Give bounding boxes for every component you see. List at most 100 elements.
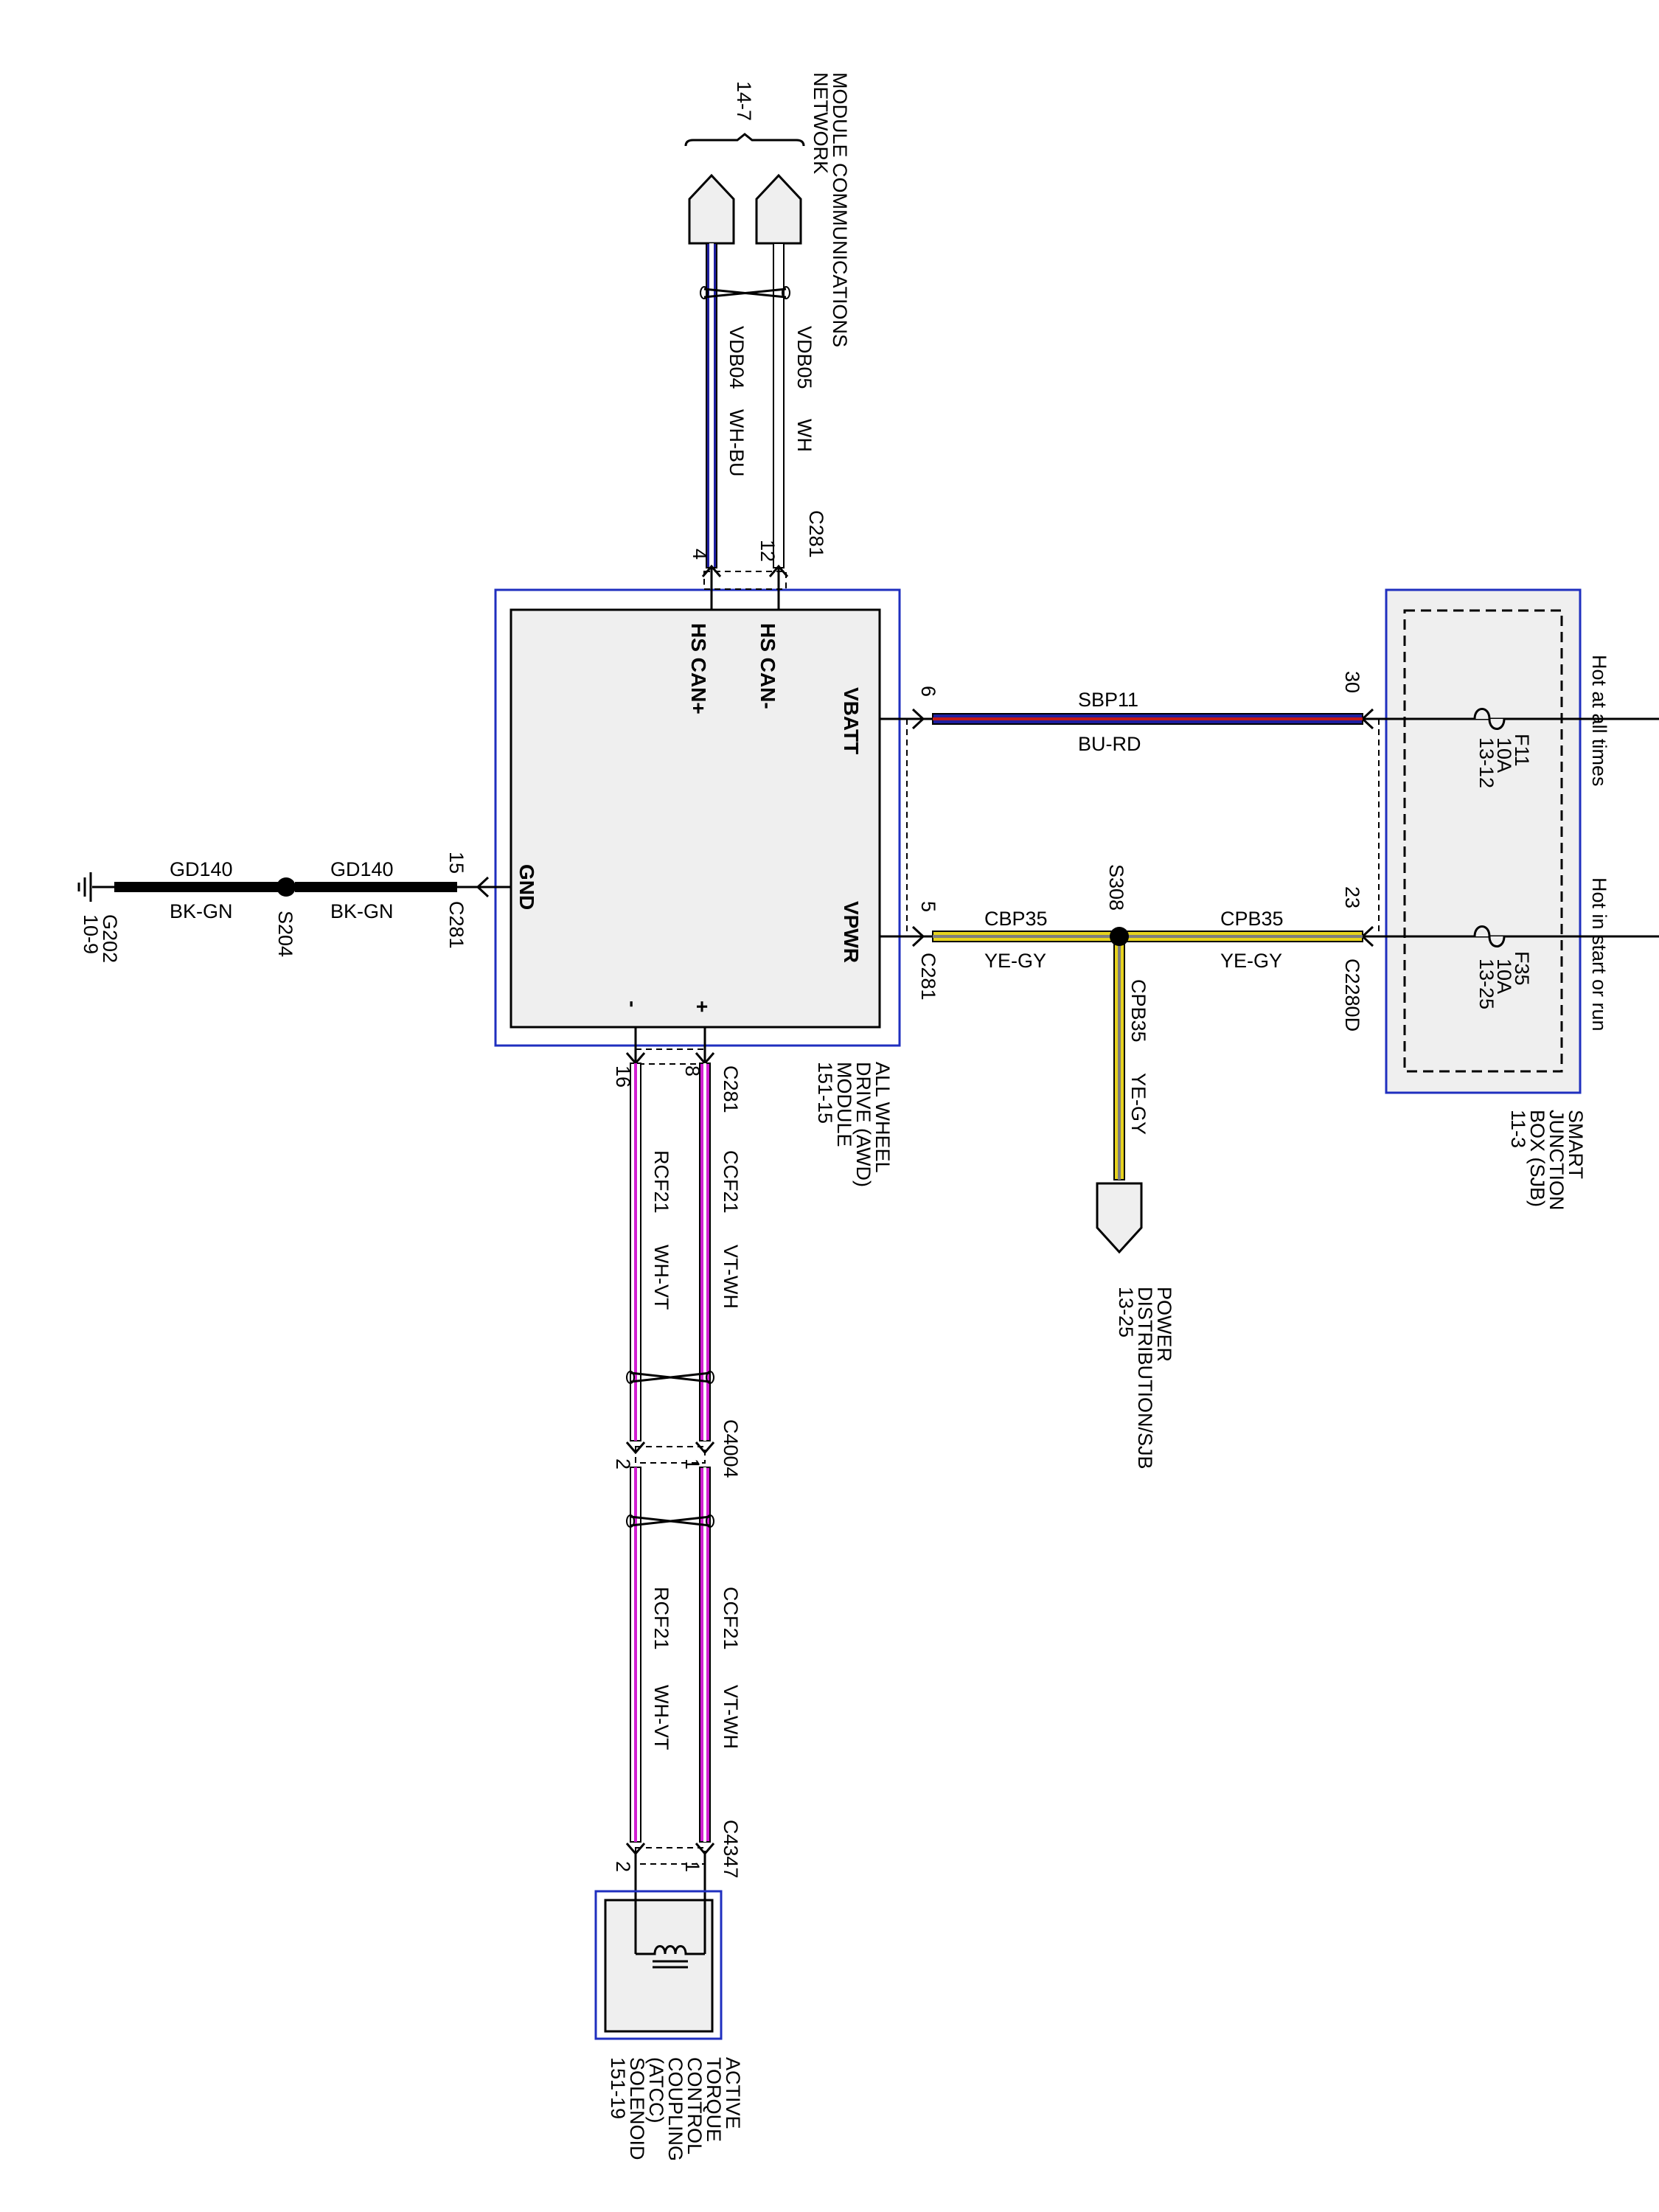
network-page-ref: 14-7: [733, 81, 755, 121]
wire-circuit-label: VDB04: [726, 326, 748, 389]
solenoid-coil-icon: [636, 1945, 705, 1969]
sjb-pin-number: 23: [1341, 886, 1363, 908]
pin-number: 5: [917, 901, 939, 912]
wire-cbp35: [932, 931, 1120, 942]
connector-label-c281: C281: [805, 510, 827, 558]
awd-module-name: ALL WHEEL DRIVE (AWD) MODULE 151-15: [814, 1062, 894, 1187]
pin-label-hs-can-plus: HS CAN+: [687, 623, 710, 714]
fuse-f35-label: 13-25: [1475, 959, 1498, 1009]
awd-module: HS CAN+ HS CAN- VBATT VPWR GND + - ALL W…: [494, 588, 901, 1187]
twisted-pair-symbol: [630, 1515, 711, 1527]
sjb-name-line: SMART: [1565, 1110, 1587, 1179]
atcc-name-line: SOLENOID: [626, 2057, 648, 2160]
network-connector-right: [755, 173, 802, 245]
wire-sbp11: [932, 713, 1363, 725]
wire-color-label: VT-WH: [720, 1685, 742, 1749]
pin-number: 15: [445, 852, 467, 874]
wire-color-label: WH: [793, 419, 815, 452]
awd-module-outer: [494, 588, 901, 1047]
sjb-name-line: JUNCTION: [1545, 1110, 1568, 1211]
wire-color-label: YE-GY: [1127, 1073, 1150, 1135]
awd-module-name-line: ALL WHEEL: [872, 1062, 894, 1173]
vpwr-pin-arrow: [911, 925, 925, 947]
wire-rcf21: [630, 1062, 641, 1441]
wire-color-label: YE-GY: [1220, 950, 1282, 972]
pin-label-vbatt: VBATT: [840, 687, 863, 754]
pin-number: 1: [681, 1861, 703, 1872]
pin-number: 16: [612, 1065, 634, 1088]
wire-circuit-label: CCF21: [720, 1150, 742, 1214]
network-connector-left: [688, 173, 735, 245]
pin-number: 12: [757, 540, 779, 562]
network-brace: [684, 133, 805, 147]
wire-color-label: YE-GY: [984, 950, 1046, 972]
wire-color-label: BK-GN: [330, 900, 394, 922]
solenoid-circuit: C281 8 16 CCF21 VT-WH RCF21 WH-VT C4004 …: [612, 1027, 742, 1904]
ground-icon: [77, 872, 92, 902]
fuse-f11-icon: [1473, 708, 1506, 730]
smart-junction-box: Hot at all times Hot in start or run F11…: [1341, 588, 1659, 1211]
vpwr-circuit: CBP35 YE-GY CPB35 YE-GY S308 CPB35 YE-GY…: [880, 864, 1363, 1470]
pin-label-plus: +: [691, 1001, 714, 1012]
wire-gd140-far: [114, 882, 288, 892]
wire-circuit-label: CCF21: [720, 1587, 742, 1650]
wire-circuit-label: RCF21: [650, 1587, 672, 1650]
splice-label-s204: S204: [274, 911, 296, 957]
wire-circuit-label: GD140: [170, 858, 233, 880]
pin-number: 2: [612, 1861, 634, 1872]
atcc-name-line: ACTIVE: [722, 2057, 744, 2129]
pin-label-hs-can-minus: HS CAN-: [757, 623, 779, 709]
c281-pin-arrow: [701, 564, 722, 577]
wire-circuit-label: CPB35: [1127, 979, 1150, 1043]
wire-circuit-label: VDB05: [793, 326, 815, 389]
connector-label-c281: C281: [720, 1065, 742, 1113]
pin-label-gnd: GND: [515, 864, 538, 910]
atcc-inner: [604, 1899, 714, 2033]
wire-color-label: WH-VT: [650, 1685, 672, 1750]
wire-rcf21-lower: [630, 1467, 641, 1843]
wire-circuit-label: GD140: [330, 858, 394, 880]
atcc-name-line: 151-19: [607, 2057, 629, 2119]
pin-label-vpwr: VPWR: [840, 901, 863, 963]
c281-pin-arrow: [768, 564, 789, 577]
splice-label-s308: S308: [1105, 864, 1127, 911]
atcc-name-line: (ATCC): [645, 2057, 667, 2123]
gnd-pin-arrow: [476, 876, 490, 898]
sjb-name-line: BOX (SJB): [1526, 1110, 1548, 1207]
fuse-f11-label: F11: [1511, 734, 1533, 767]
atcc-name-line: CONTROL: [684, 2057, 706, 2154]
wire-circuit-label: CPB35: [1220, 908, 1284, 930]
network-title-line: MODULE COMMUNICATIONS: [829, 72, 851, 347]
splice-s308: [1110, 927, 1129, 946]
c4004-connector-dash: [635, 1446, 706, 1464]
wire-circuit-label: CBP35: [984, 908, 1048, 930]
atcc-name-line: TORQUE: [703, 2057, 725, 2142]
pin-number: 1: [681, 1458, 703, 1470]
c281-connector-dash: [703, 571, 787, 590]
pin-number: 6: [917, 686, 939, 697]
wire-color-label: WH-VT: [650, 1245, 672, 1310]
twisted-pair-symbol: [630, 1371, 711, 1383]
ground-page-ref: 10-9: [80, 914, 102, 954]
connector-label-c281: C281: [445, 901, 467, 949]
fuse-f35-label: 10A: [1493, 959, 1515, 994]
splice-s204: [276, 877, 296, 897]
awd-module-name-line: DRIVE (AWD): [852, 1062, 874, 1187]
ground-point-label: G202: [99, 914, 121, 963]
power-distribution-label: 13-25: [1115, 1287, 1137, 1338]
wire-color-label: VT-WH: [720, 1245, 742, 1309]
c281-connector-dash: [635, 1048, 706, 1065]
fuse-f35-icon: [1473, 925, 1506, 947]
power-distribution-label: DISTRIBUTION/SJB: [1134, 1287, 1156, 1470]
wire-ccf21: [699, 1062, 711, 1441]
atcc-outer: [594, 1890, 723, 2040]
connector-label-c4347: C4347: [720, 1820, 742, 1879]
atcc-name-line: COUPLING: [664, 2057, 686, 2161]
network-section: MODULE COMMUNICATIONS NETWORK 14-7 VDB04…: [684, 72, 851, 610]
wire-circuit-label: SBP11: [1078, 689, 1138, 711]
sjb-pin-number: 30: [1341, 671, 1363, 693]
sjb-outer: [1385, 588, 1582, 1094]
power-distribution-connector: [1096, 1182, 1143, 1254]
fuse-f11-label: 10A: [1493, 737, 1515, 773]
